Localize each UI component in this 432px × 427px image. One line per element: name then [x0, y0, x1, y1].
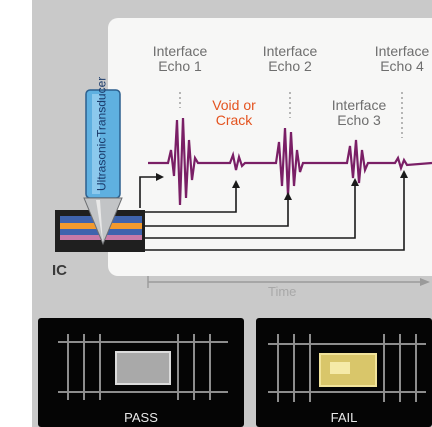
waveform-line: [148, 117, 432, 206]
transducer-tip: [83, 197, 123, 246]
fail-chip-image: [268, 334, 426, 402]
thumbnail-fail: FAIL: [256, 318, 432, 427]
waveform-area: [108, 18, 432, 276]
echo-guides: [179, 92, 403, 138]
ic-label: IC: [52, 262, 67, 279]
fail-caption: FAIL: [330, 410, 358, 425]
thumbnail-pass: PASS: [38, 318, 244, 427]
pass-chip-image: [58, 334, 228, 400]
time-label: Time: [268, 284, 297, 299]
pass-caption: PASS: [124, 410, 158, 425]
arrow-heads: [156, 170, 408, 200]
echo-arrows: [139, 176, 405, 251]
